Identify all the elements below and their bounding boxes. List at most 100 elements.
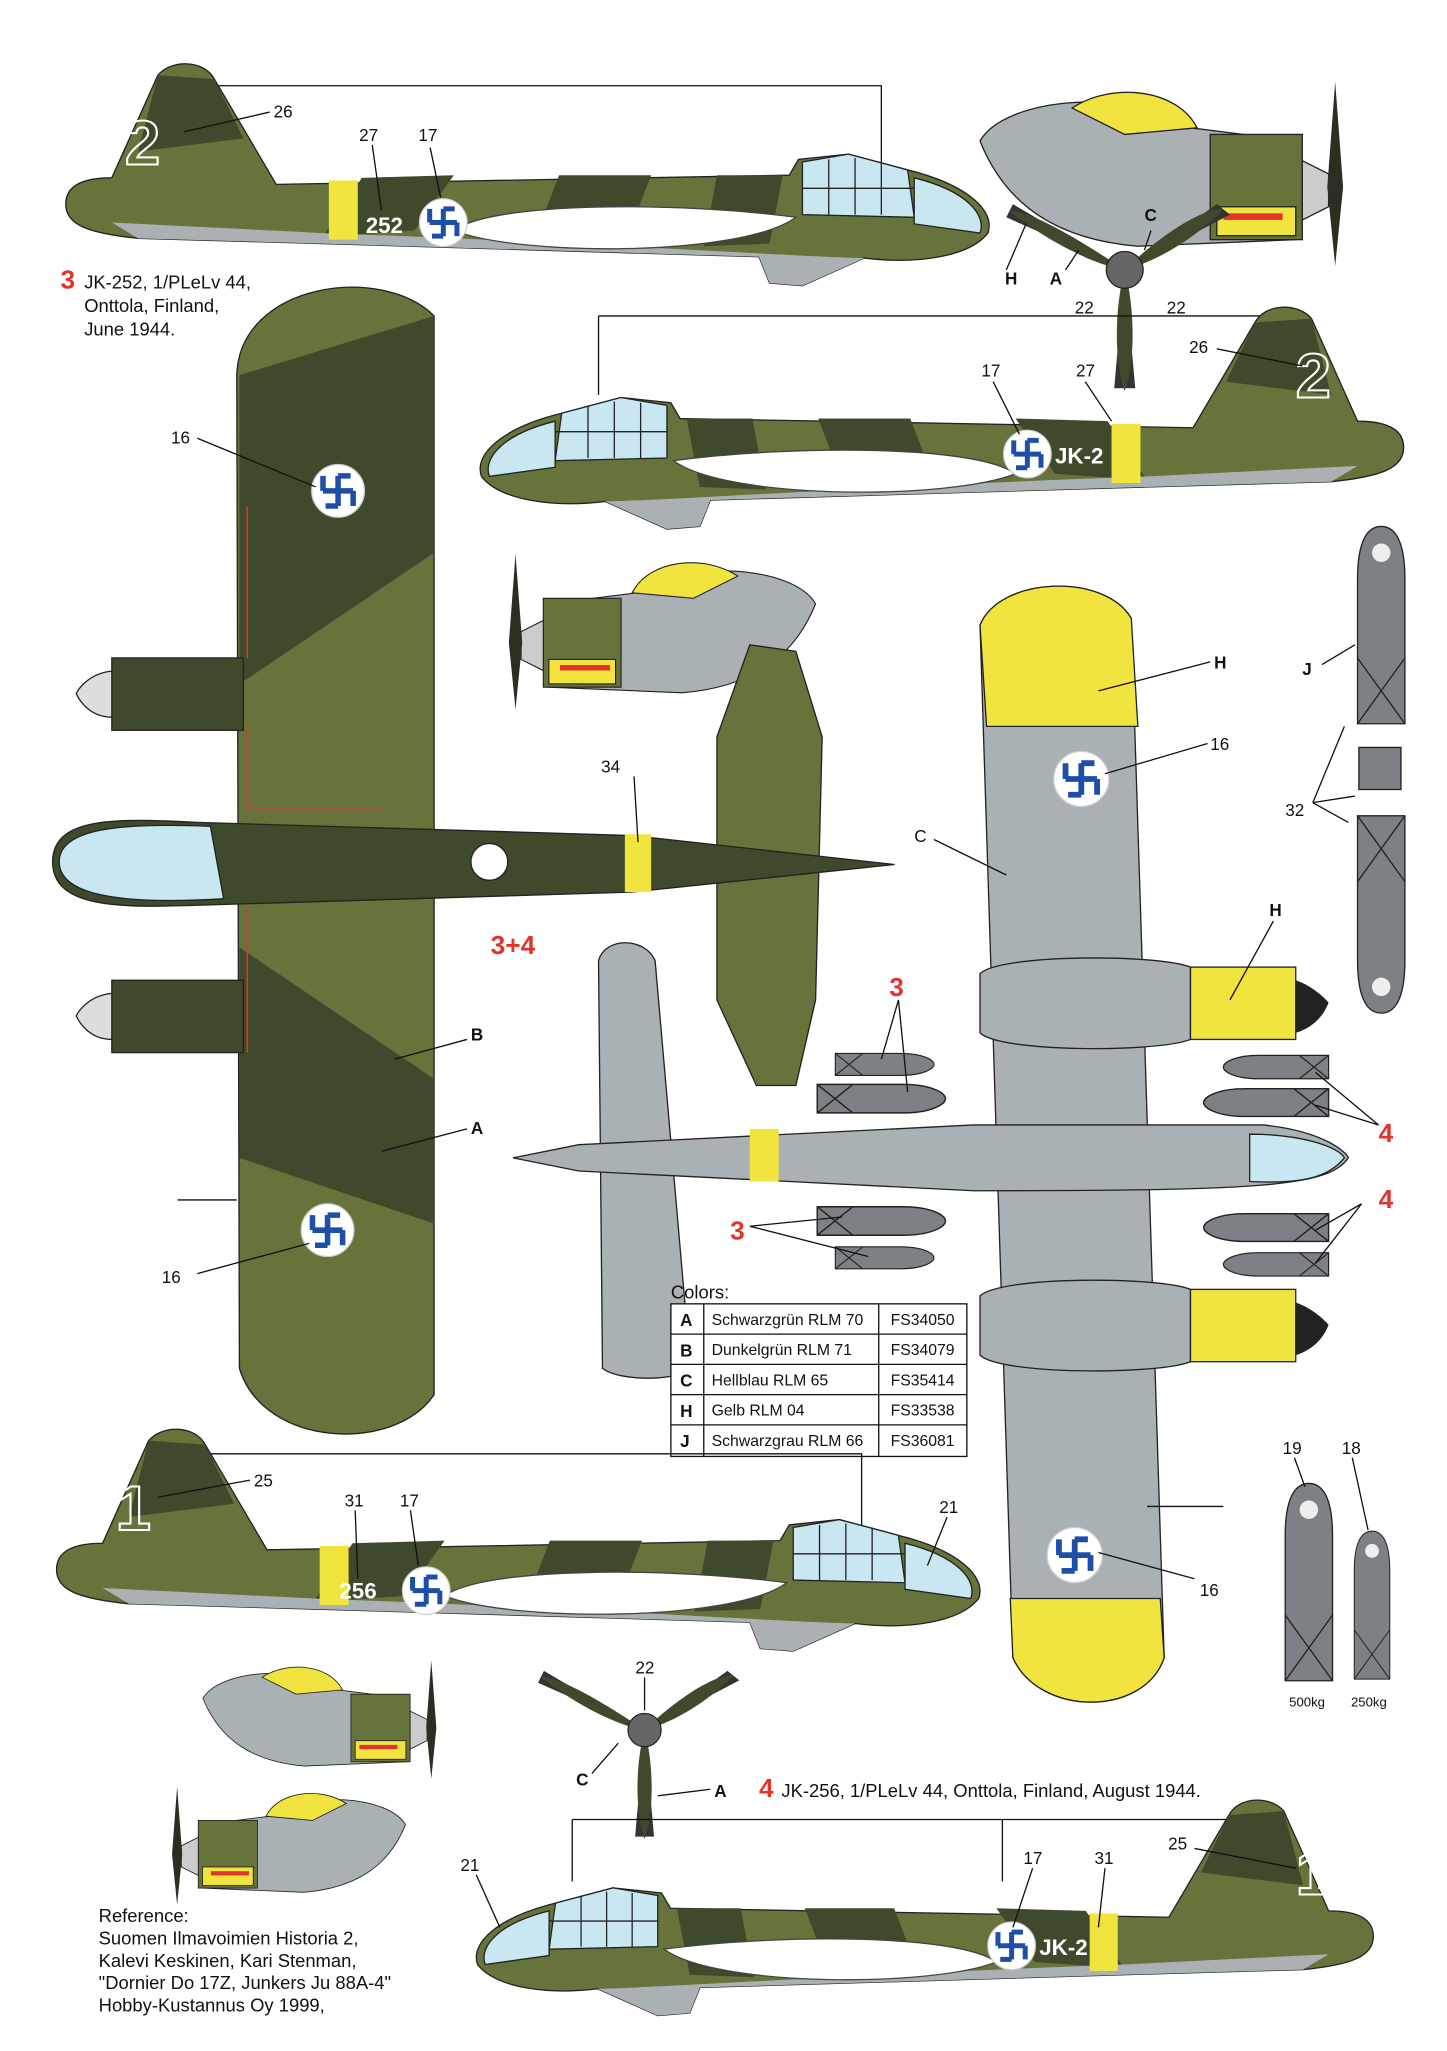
- aircraft-code: 252: [366, 213, 403, 238]
- propeller-view-top: H A C 22 22: [1005, 203, 1231, 392]
- aircraft-code: JK-2: [1039, 1935, 1087, 1960]
- callout-label: C: [1144, 206, 1156, 225]
- callout-label: 32: [1285, 801, 1304, 820]
- scheme-marker: 3+4: [491, 930, 536, 960]
- caption-scheme-4: 4 JK-256, 1/PLeLv 44, Onttola, Finland, …: [759, 1773, 1201, 1803]
- finnish-insignia-icon: [402, 1567, 450, 1615]
- callout-label: 22: [635, 1658, 654, 1677]
- table-row: C Hellblau RLM 65 FS35414: [680, 1372, 955, 1391]
- scheme-marker: 3: [889, 972, 904, 1002]
- fs-number: FS35414: [891, 1372, 955, 1389]
- callout-label: 25: [254, 1472, 273, 1491]
- callout-label: 17: [1023, 1849, 1042, 1868]
- bomb-weight-label: 250kg: [1351, 1694, 1387, 1709]
- callout-label: A: [714, 1782, 726, 1801]
- table-row: A Schwarzgrün RLM 70 FS34050: [680, 1311, 955, 1330]
- callout-label: C: [576, 1770, 588, 1789]
- tail-number: 2: [1296, 342, 1331, 412]
- color-code: H: [680, 1402, 692, 1421]
- callout-label: 31: [345, 1491, 364, 1510]
- callout-label: 17: [400, 1491, 419, 1510]
- color-code: J: [680, 1432, 690, 1451]
- finnish-insignia-icon: [1054, 751, 1109, 806]
- propeller-view-bottom: 22 C A: [537, 1658, 740, 1840]
- finnish-insignia-icon: [1004, 430, 1052, 478]
- finnish-insignia-icon: [1047, 1527, 1102, 1582]
- scheme-marker: 4: [1379, 1118, 1394, 1148]
- table-title: Colors:: [671, 1282, 729, 1303]
- caption-line: JK-252, 1/PLeLv 44,: [84, 271, 251, 292]
- stores: J 32 3 3 4 4: [730, 525, 1406, 1277]
- callout-label: H: [1005, 269, 1017, 288]
- callout-label: 34: [601, 757, 620, 776]
- bomb-weight-label: 500kg: [1289, 1694, 1325, 1709]
- callout-label: 21: [460, 1856, 479, 1875]
- reference-line: Hobby-Kustannus Oy 1999,: [99, 1995, 325, 2016]
- engine-nacelle-view: [171, 1785, 407, 1906]
- color-name: Gelb RLM 04: [712, 1403, 805, 1420]
- callout-label: 17: [981, 361, 1000, 380]
- callout-label: 16: [1200, 1581, 1219, 1600]
- callout-label: H: [1214, 653, 1226, 672]
- side-profile-jk252-right: 2 JK-2 17 27 26: [479, 306, 1405, 530]
- finnish-insignia-icon: [419, 199, 467, 247]
- finnish-insignia-icon: [301, 1204, 354, 1257]
- aircraft-code: 256: [339, 1579, 376, 1604]
- table-row: B Dunkelgrün RLM 71 FS34079: [680, 1341, 955, 1360]
- caption-line: June 1944.: [84, 319, 175, 340]
- callout-label: C: [914, 827, 926, 846]
- callout-label: B: [471, 1026, 483, 1045]
- color-name: Dunkelgrün RLM 71: [712, 1342, 852, 1359]
- top-view-plan: 16 34 B A 16 3+4: [51, 286, 895, 1435]
- callout-label: 22: [1167, 298, 1186, 317]
- callout-label: 27: [1076, 361, 1095, 380]
- fs-number: FS36081: [891, 1433, 955, 1450]
- callout-label: 26: [1189, 338, 1208, 357]
- table-row: J Schwarzgrau RLM 66 FS36081: [680, 1432, 954, 1451]
- callout-label: 31: [1094, 1849, 1113, 1868]
- callout-label: 26: [274, 102, 293, 121]
- callout-label: 18: [1342, 1439, 1361, 1458]
- fs-number: FS34050: [891, 1312, 955, 1329]
- side-profile-jk256-right: 1 JK-2 21 17 31 25: [460, 1799, 1374, 2017]
- finnish-insignia-icon: [312, 465, 365, 518]
- callout-label: J: [1302, 660, 1312, 679]
- reference-line: Suomen Ilmavoimien Historia 2,: [99, 1927, 359, 1948]
- color-code: A: [680, 1311, 692, 1330]
- color-code: B: [680, 1341, 692, 1360]
- reference: Reference: Suomen Ilmavoimien Historia 2…: [99, 1905, 391, 2015]
- caption-text: JK-256, 1/PLeLv 44, Onttola, Finland, Au…: [781, 1780, 1201, 1801]
- tail-number: 1: [116, 1474, 151, 1544]
- caption-scheme-3: 3 JK-252, 1/PLeLv 44, Onttola, Finland, …: [61, 264, 251, 339]
- fs-number: FS33538: [891, 1403, 955, 1420]
- reference-line: "Dornier Do 17Z, Junkers Ju 88A-4": [99, 1972, 391, 1993]
- scheme-number-3: 3: [61, 264, 76, 294]
- side-profile-jk256-left: 1 256 25 31 17 21: [55, 1428, 981, 1652]
- color-code: C: [680, 1372, 692, 1391]
- callout-label: 25: [1168, 1835, 1187, 1854]
- fs-number: FS34079: [891, 1342, 955, 1359]
- scheme-marker: 3: [730, 1215, 745, 1245]
- table-row: H Gelb RLM 04 FS33538: [680, 1402, 955, 1421]
- callout-label: A: [471, 1119, 483, 1138]
- caption-line: Onttola, Finland,: [84, 295, 219, 316]
- color-name: Hellblau RLM 65: [712, 1372, 829, 1389]
- engine-nacelle-view: [202, 1659, 438, 1780]
- callout-label: 16: [171, 429, 190, 448]
- bottom-view-plan: H 16 C H 16: [512, 585, 1350, 1703]
- callout-label: H: [1269, 901, 1281, 920]
- callout-label: 19: [1283, 1439, 1302, 1458]
- scheme-number-4: 4: [759, 1773, 774, 1803]
- bomb-decals: 19 18 500kg 250kg: [1283, 1439, 1391, 1709]
- tail-number: 2: [125, 109, 160, 179]
- callout-label: 27: [359, 126, 378, 145]
- color-name: Schwarzgrün RLM 70: [712, 1312, 864, 1329]
- callout-label: 22: [1075, 298, 1094, 317]
- reference-title: Reference:: [99, 1905, 189, 1926]
- callout-label: 17: [418, 126, 437, 145]
- finnish-insignia-icon: [988, 1922, 1036, 1970]
- aircraft-code: JK-2: [1055, 443, 1103, 468]
- reference-line: Kalevi Keskinen, Kari Stenman,: [99, 1950, 357, 1971]
- callout-label: 21: [939, 1498, 958, 1517]
